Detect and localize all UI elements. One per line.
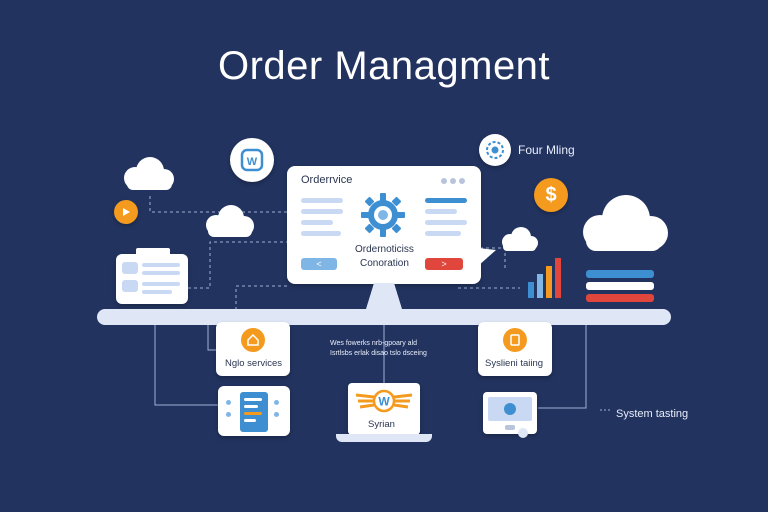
home-icon [241, 328, 265, 352]
window-dot [450, 178, 456, 184]
cloud-icon [206, 205, 254, 237]
svg-text:W: W [247, 156, 258, 168]
next-button[interactable]: > [425, 258, 463, 270]
doc-tab [136, 248, 170, 256]
monitor-window-title: Orderrvice [301, 174, 353, 186]
page-title: Order Managment [217, 44, 551, 88]
cloud-icon [124, 157, 174, 190]
svg-text:W: W [378, 395, 390, 409]
mouse-icon [518, 428, 528, 438]
doc-line [142, 282, 180, 286]
screen-line-accent [425, 198, 467, 203]
tablet-line [244, 405, 258, 408]
doc-line [142, 263, 180, 267]
center-text-1: Wes fowerks nrb-gpoary ald [330, 340, 418, 347]
stack-bar-white [586, 282, 654, 290]
service-card-right-label: Syslieni taiing [485, 358, 544, 369]
top-right-label: Four Mling [518, 143, 575, 157]
dot [274, 412, 279, 417]
doc-thumbnail [122, 262, 138, 274]
dot [226, 412, 231, 417]
laptop-screen[interactable]: W Syrian [348, 383, 420, 435]
monitor-tail [478, 248, 496, 266]
play-icon[interactable] [114, 200, 138, 224]
tablet-card[interactable] [218, 386, 290, 436]
screen-line [301, 209, 343, 214]
dot [226, 400, 231, 405]
gear-icon [361, 193, 405, 237]
dollar-symbol: $ [545, 183, 557, 206]
cloud-icon [502, 227, 538, 251]
settings-icon [486, 141, 504, 159]
monitor-stand [366, 283, 402, 309]
document-card[interactable] [116, 254, 188, 304]
screen-line [301, 220, 333, 225]
cloud-icon [583, 195, 668, 251]
settings-icon[interactable] [479, 134, 511, 166]
document-icon [510, 334, 520, 346]
dot [274, 400, 279, 405]
stack-bar-red [586, 294, 654, 302]
user-icon [504, 403, 516, 415]
bar-chart-icon [528, 258, 561, 298]
monitor-screen[interactable]: Orderrvice Ordernoticiss Conoration < > [287, 166, 481, 284]
screen-display [488, 397, 532, 421]
screen-card[interactable] [483, 392, 537, 434]
dollar-icon[interactable]: $ [534, 178, 568, 212]
screen-line [425, 231, 461, 236]
tablet-line [244, 398, 262, 401]
far-right-label: System tasting [616, 408, 689, 420]
service-card-left-label: Nglo services [225, 358, 283, 369]
tablet-line [244, 412, 262, 415]
service-card-left[interactable]: Nglo services [216, 322, 290, 376]
platform-bar [97, 309, 671, 325]
screen-line [425, 209, 457, 214]
tablet-icon [240, 392, 268, 432]
play-icon [123, 208, 130, 216]
tablet-line [244, 419, 256, 422]
screen-line [301, 198, 343, 203]
doc-line [142, 271, 180, 275]
center-text-2: Isrtlsbs erlak disao tslo dsceing [330, 350, 427, 357]
stack-bar-blue [586, 270, 654, 278]
document-icon [503, 328, 527, 352]
service-card-right[interactable]: Syslieni taiing [478, 322, 552, 376]
monitor-caption-1: Ordernoticiss [355, 244, 414, 255]
window-dot [459, 178, 465, 184]
laptop-base [336, 434, 432, 442]
wings-logo-icon: W [355, 389, 413, 413]
laptop-label: Syrian [368, 419, 395, 430]
home-icon [247, 334, 259, 346]
window-dot [441, 178, 447, 184]
prev-button[interactable]: < [301, 258, 337, 270]
shield-icon[interactable]: W [230, 138, 274, 182]
screen-line [301, 231, 341, 236]
screen-line [425, 220, 467, 225]
monitor-caption-2: Conoration [360, 258, 409, 269]
screen-stand [505, 425, 515, 430]
doc-thumbnail [122, 280, 138, 292]
shield-icon: W [240, 148, 264, 172]
doc-line [142, 290, 172, 294]
